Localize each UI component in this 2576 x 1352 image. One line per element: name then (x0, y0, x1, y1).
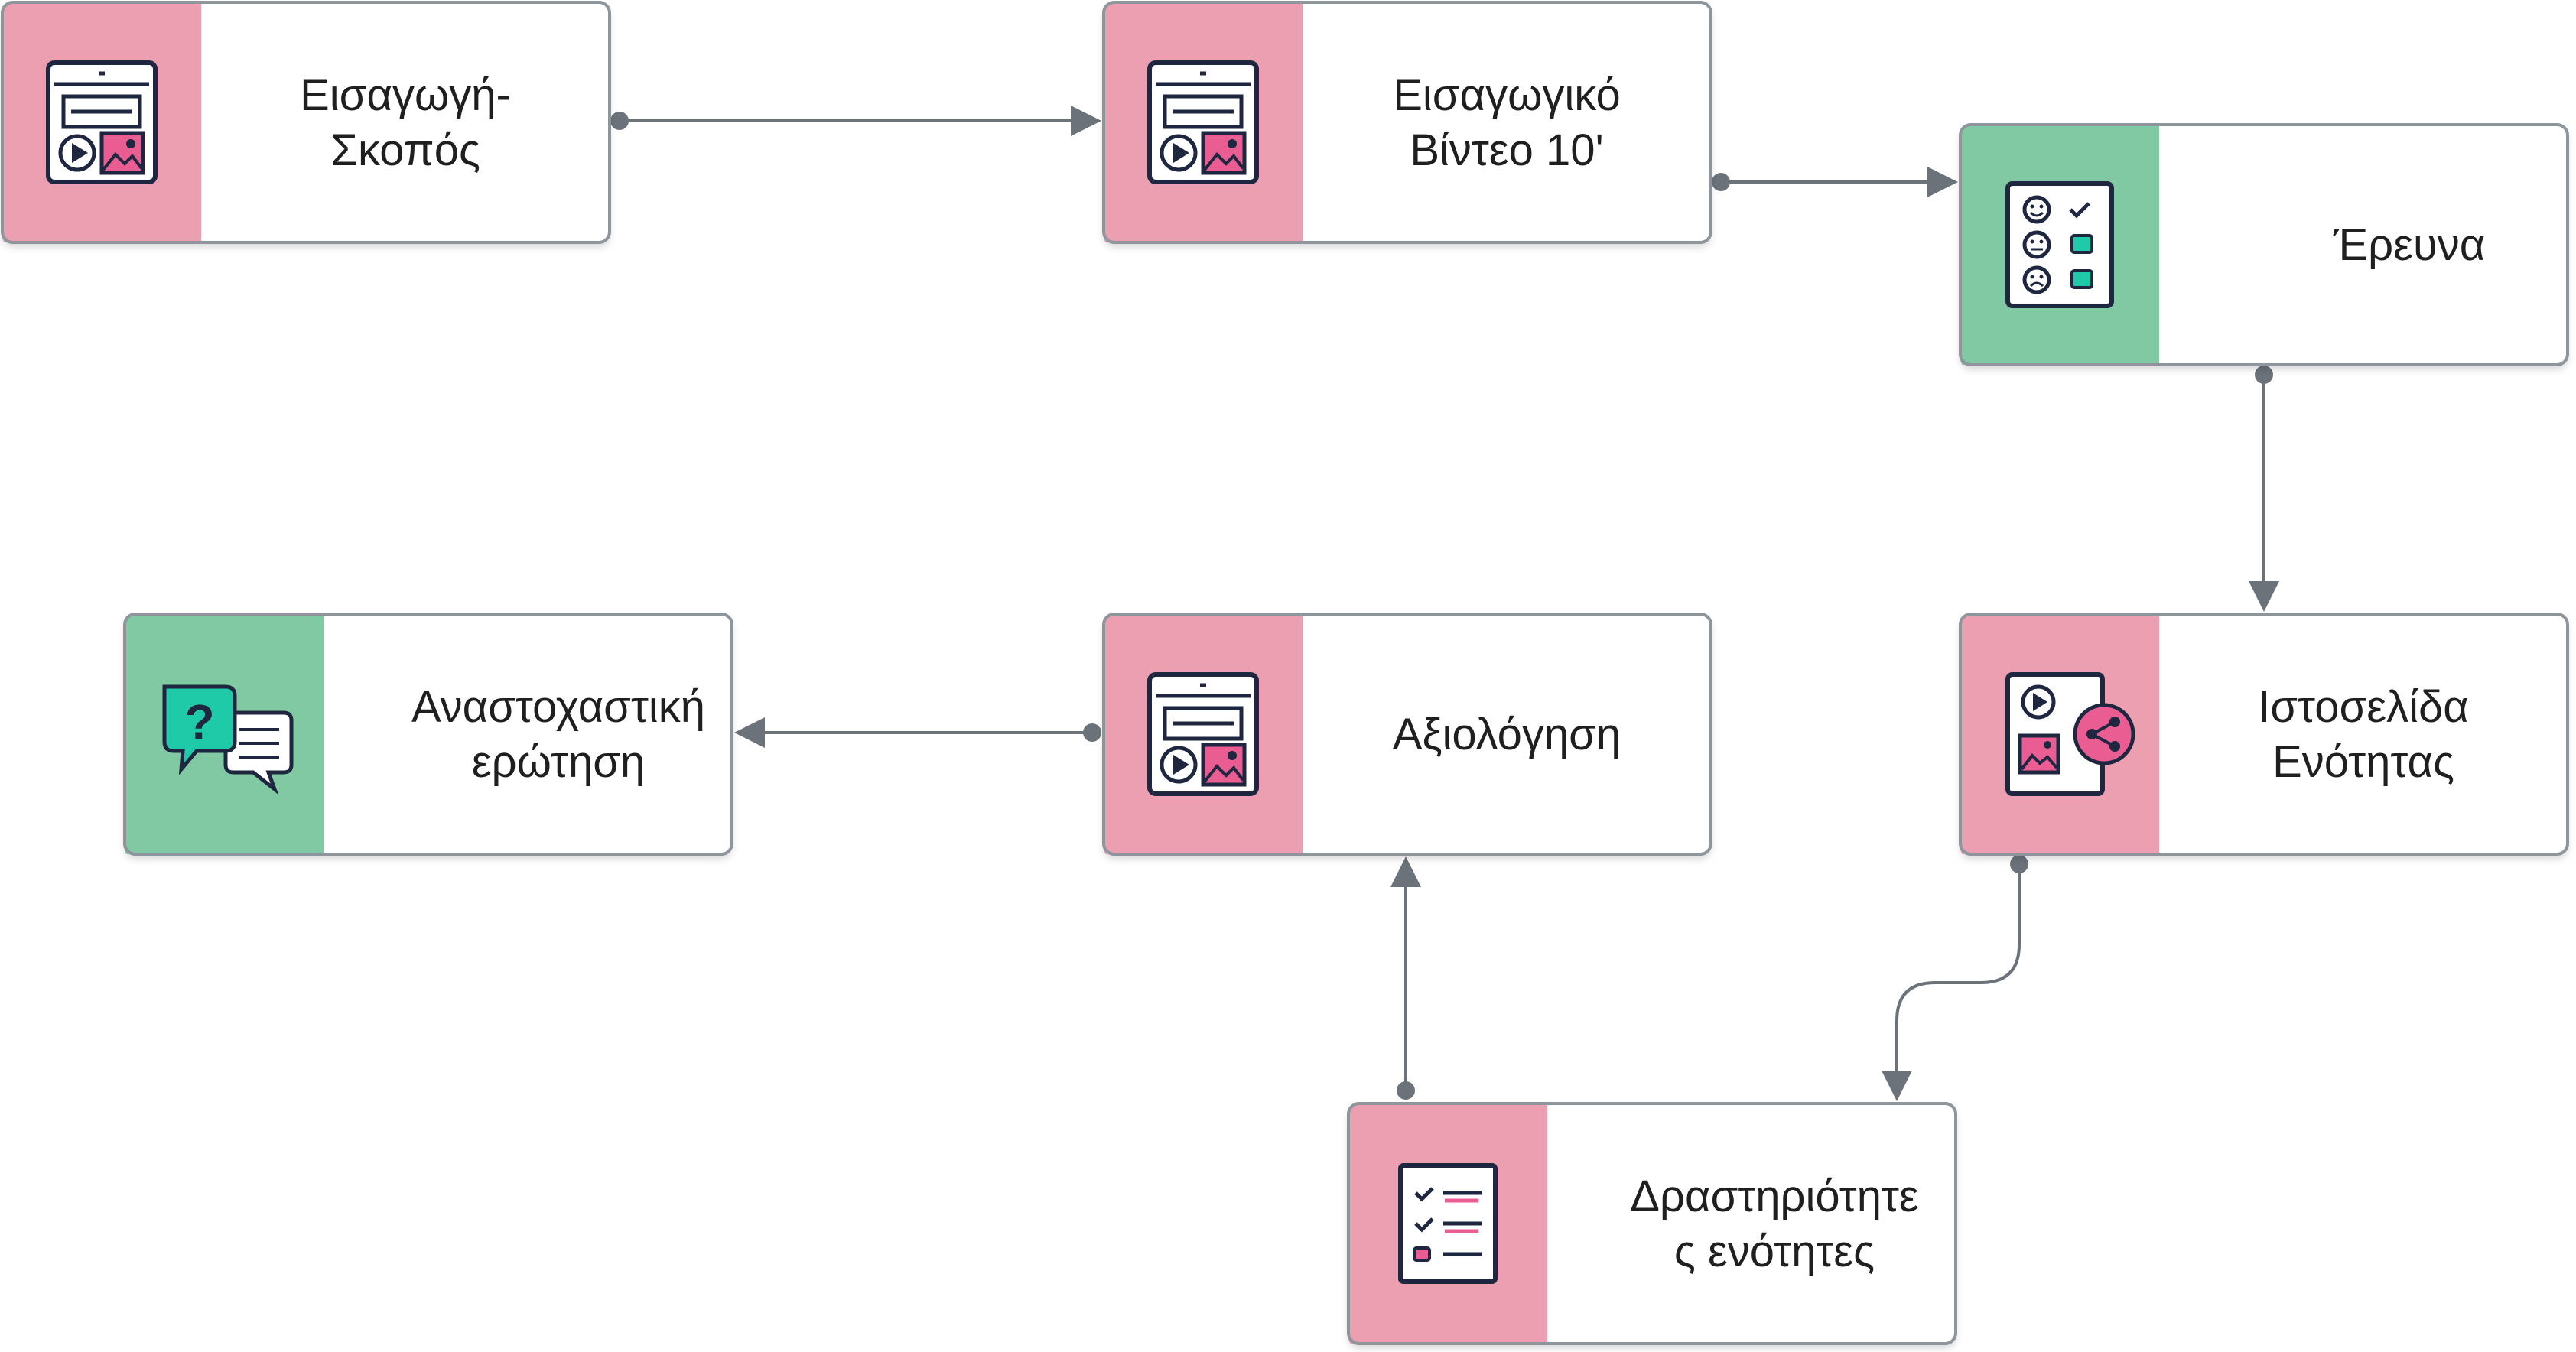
node-assessment[interactable]: Αξιολόγηση (1102, 613, 1712, 856)
node-border (1959, 613, 2569, 856)
node-label-line: Εισαγωγικό (1393, 70, 1621, 120)
node-label-line: Έρευνα (2333, 220, 2486, 270)
node-border (1, 1, 611, 244)
media-page-icon (1150, 674, 1257, 794)
connector-arrowhead (2249, 581, 2279, 612)
node-label-line: Ιστοσελίδα (2258, 682, 2469, 732)
connector-intro-purpose-to-intro-video (610, 106, 1101, 136)
checklist-icon (1400, 1165, 1495, 1282)
node-label-line: ερώτηση (472, 737, 646, 787)
connector-start-dot (1712, 173, 1730, 191)
connector-intro-video-to-survey (1712, 167, 1958, 197)
media-page-icon (1150, 63, 1257, 182)
node-unit-activities[interactable]: Δραστηριότητε ς ενότητες (1347, 1102, 1957, 1345)
connector-unit-website-to-unit-activities (1882, 855, 2028, 1101)
node-label-line: Εισαγωγή- (300, 70, 511, 120)
node-label-line: Δραστηριότητε (1630, 1172, 1918, 1221)
media-page-icon (48, 63, 155, 182)
connector-line (1895, 864, 2021, 1074)
node-border (1102, 1, 1712, 244)
connectors (610, 106, 2279, 1101)
node-border (1102, 613, 1712, 856)
node-label-line: ς ενότητες (1674, 1227, 1875, 1276)
connector-assessment-to-reflective-question (734, 717, 1101, 748)
connector-start-dot (2255, 366, 2273, 384)
node-label: Εισαγωγή-Σκοπός (300, 70, 511, 175)
connector-arrowhead (734, 717, 765, 748)
node-label-line: Αναστοχαστική (411, 682, 705, 732)
connector-arrowhead (1071, 106, 1101, 136)
node-survey[interactable]: Έρευνα (1959, 123, 2569, 366)
connector-survey-to-unit-website (2249, 366, 2279, 612)
connector-start-dot (610, 112, 629, 130)
node-label-line: Ενότητας (2272, 737, 2454, 787)
node-label-line: Αξιολόγηση (1393, 710, 1621, 759)
node-border (1959, 123, 2569, 366)
connector-arrowhead (1882, 1071, 1912, 1101)
survey-icon (2008, 184, 2112, 306)
connector-arrowhead (1927, 167, 1958, 197)
node-border (1347, 1102, 1957, 1345)
node-label: Αξιολόγηση (1393, 710, 1621, 759)
node-label-line: Σκοπός (330, 125, 480, 175)
connector-unit-activities-to-assessment (1390, 856, 1421, 1100)
connector-arrowhead (1390, 856, 1421, 887)
node-label-line: Βίντεο 10' (1410, 125, 1603, 175)
connector-start-dot (1397, 1081, 1415, 1100)
node-label: Έρευνα (2333, 220, 2486, 270)
node-intro-purpose[interactable]: Εισαγωγή-Σκοπός (1, 1, 611, 244)
connector-start-dot (1083, 723, 1101, 742)
node-border (123, 613, 733, 856)
node-label: Δραστηριότητε ς ενότητες (1630, 1172, 1918, 1276)
connector-start-dot (2010, 855, 2028, 873)
